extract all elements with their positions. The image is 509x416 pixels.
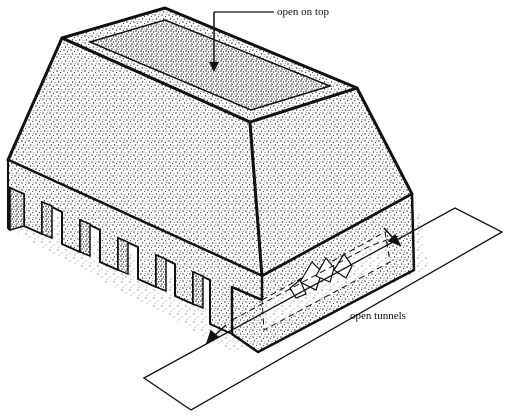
top-label-arrowhead <box>209 62 219 72</box>
base-dashed-outline <box>231 235 399 321</box>
label-open-tunnels: open tunnels <box>350 310 406 322</box>
open-top-panel <box>87 19 333 111</box>
leg-faces <box>9 186 204 310</box>
ground-plane <box>142 207 504 411</box>
label-open-on-top: open on top <box>277 6 329 18</box>
tunnel-arrows <box>205 227 402 345</box>
